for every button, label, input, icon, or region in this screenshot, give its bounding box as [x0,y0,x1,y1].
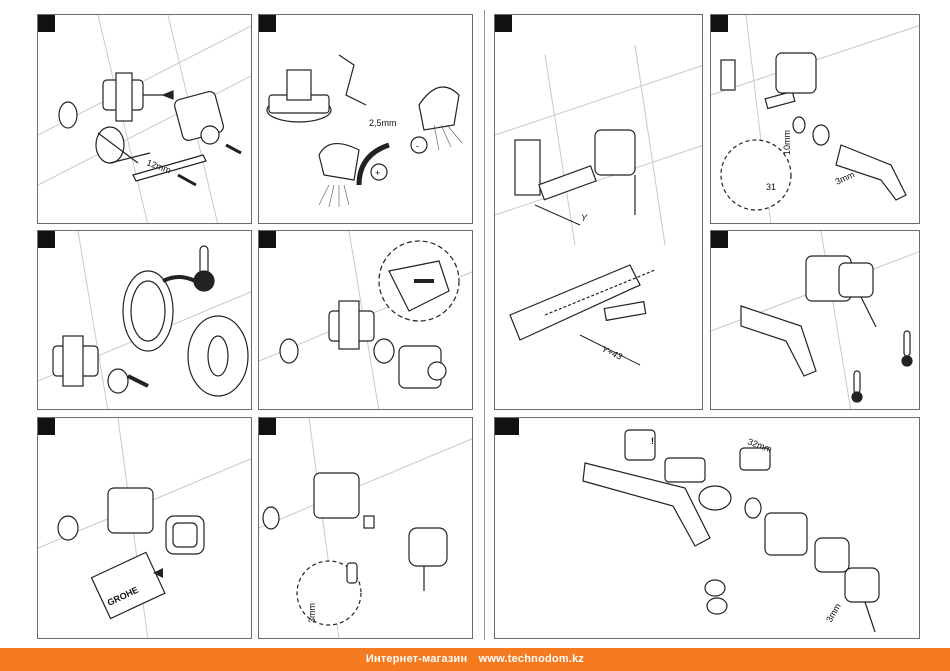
step-5-illustration: GROHE [38,418,252,639]
step-9-illustration [711,231,920,410]
dimension-label-31: 31 [766,182,776,192]
step-8-illustration: 31 10mm 3mm [711,15,920,224]
minus-sign: - [416,141,419,151]
dimension-label-10mm: 10mm [782,130,792,155]
dimension-label-3mm: 3mm [824,602,843,624]
panel-step-6: 3mm [258,417,473,639]
panel-step-4 [258,230,473,410]
step-2-illustration: 2,5mm + - [259,15,473,224]
footer-url-link[interactable]: www.technodom.kz [479,653,584,665]
panel-step-2: 2,5mm + - [258,14,473,224]
dimension-label-2-5mm: 2,5mm [369,118,397,128]
dimension-label-y-plus-43: Y+43 [600,344,624,362]
panel-step-9 [710,230,920,410]
panel-step-8: 31 10mm 3mm [710,14,920,224]
dimension-label-3mm: 3mm [307,603,317,623]
dimension-label-3mm: 3mm [834,169,856,187]
panel-step-10: 32mm 3mm ! [494,417,920,639]
step-7-illustration: Y Y+43 [495,15,703,410]
panel-step-7: Y Y+43 [494,14,703,410]
step-6-illustration: 3mm [259,418,473,639]
step-10-exploded-view: 32mm 3mm ! [495,418,920,639]
plus-sign: + [375,168,380,178]
column-divider [484,10,485,640]
panel-step-5: GROHE [37,417,252,639]
footer-bar: Интернет-магазин www.technodom.kz [0,648,950,671]
step-3-illustration [38,231,252,410]
step-1-illustration: 12mm [38,15,252,224]
panel-step-3 [37,230,252,410]
warning-exclamation: ! [651,436,654,446]
panel-step-1: 12mm [37,14,252,224]
footer-shop-label: Интернет-магазин [366,653,467,665]
dimension-label-y: Y [581,213,588,223]
step-4-illustration [259,231,473,410]
